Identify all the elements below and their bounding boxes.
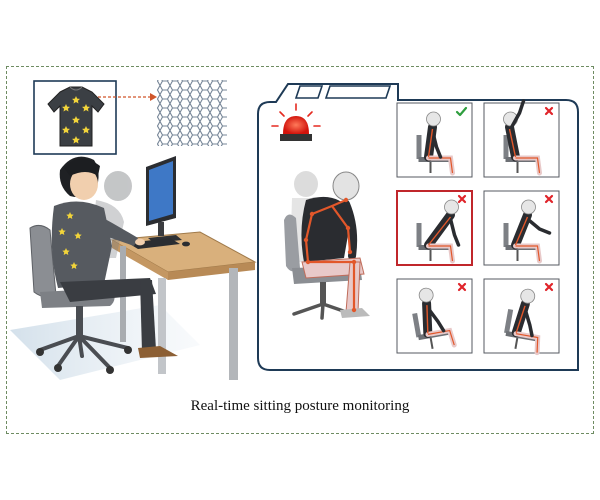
sensor-shirt-inset xyxy=(33,80,117,155)
fabric-texture-closeup xyxy=(157,80,227,146)
cross-mark-icon xyxy=(544,282,554,292)
workstation-scene xyxy=(10,156,257,380)
computer-monitor xyxy=(146,156,182,243)
sensor-star-icon xyxy=(58,212,82,269)
posture-cell-leaning-left xyxy=(396,278,473,354)
posture-cell-leaning-sideways xyxy=(483,190,560,266)
posture-grid xyxy=(396,99,560,356)
check-mark-icon xyxy=(455,106,468,117)
posture-cell-leaning-right xyxy=(483,278,560,356)
cross-mark-icon xyxy=(457,282,467,292)
seated-person xyxy=(51,156,178,358)
sensor-star-icon xyxy=(62,96,90,144)
mouse xyxy=(182,241,190,247)
posture-cell-upright xyxy=(396,102,473,178)
keyboard xyxy=(128,238,180,249)
posture-cell-leaning-back-arms-raised xyxy=(483,99,560,178)
alarm-light-icon xyxy=(271,103,321,141)
caption: Real-time sitting posture monitoring xyxy=(191,398,410,414)
posture-analysis-figure xyxy=(284,171,370,320)
diagram-frame xyxy=(6,66,594,434)
posture-cell-slouching-forward xyxy=(396,190,473,266)
cross-mark-icon xyxy=(544,106,554,116)
cross-mark-icon xyxy=(544,194,554,204)
cross-mark-icon xyxy=(457,194,467,204)
zoom-arrow xyxy=(98,93,157,101)
